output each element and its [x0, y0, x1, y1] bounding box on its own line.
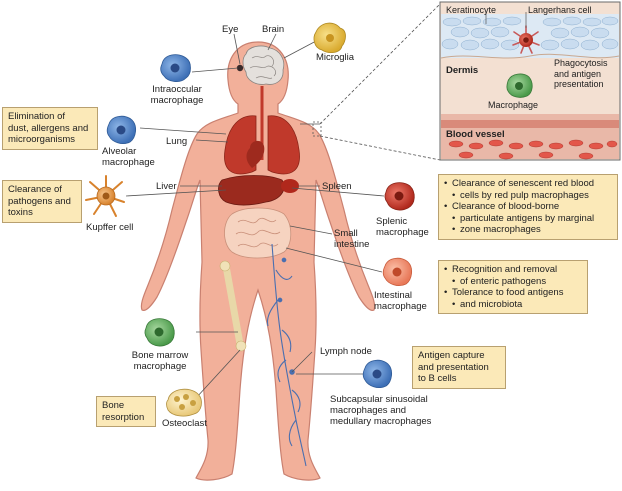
intraocular-macrophage-icon	[160, 54, 191, 82]
subcapsular-macrophage-icon	[362, 359, 392, 388]
splenic-function-box: Clearance of senescent red blood cells b…	[438, 174, 618, 240]
langerhans-cell-icon	[512, 25, 540, 54]
alveolar-function-box: Elimination of dust, allergens and micro…	[2, 107, 98, 150]
microglia-label: Microglia	[316, 52, 355, 63]
intestinal-macrophage-icon	[382, 257, 412, 286]
keratinocyte-label: Keratinocyte	[446, 5, 497, 15]
liver-label: Liver	[156, 181, 177, 192]
blood-vessel-label: Blood vessel	[446, 129, 505, 140]
kupffer-function-box: Clearance of pathogens and toxins	[2, 180, 82, 223]
femur-bone	[219, 260, 247, 352]
bone-marrow-macrophage-icon	[144, 318, 175, 347]
dermis-macrophage-icon	[506, 73, 533, 98]
osteoclast-cell-icon	[166, 388, 202, 417]
lymph-node-function-box: Antigen capture and presentation to B ce…	[412, 346, 506, 389]
langerhans-cell-label: Langerhans cell	[528, 5, 592, 15]
body-silhouette	[140, 41, 376, 481]
kupffer-cell-label: Kupffer cell	[86, 222, 134, 233]
intestinal-function-box: Recognition and removal of enteric patho…	[438, 260, 588, 314]
lung-label: Lung	[166, 136, 188, 147]
kupffer-cell-icon	[85, 175, 125, 217]
brain-organ	[242, 45, 285, 85]
spleen-organ	[281, 179, 299, 193]
spleen-label: Spleen	[322, 181, 352, 192]
eye-label: Eye	[222, 24, 239, 35]
intestine-organ	[224, 207, 292, 259]
microglia-cell-icon	[313, 22, 346, 54]
liver-organ	[218, 175, 285, 206]
dermis-label: Dermis	[446, 65, 479, 76]
splenic-macrophage-icon	[384, 182, 415, 211]
eye-organ	[236, 64, 244, 72]
lungs-organ	[224, 115, 300, 175]
osteoclast-label: Osteoclast	[162, 418, 207, 429]
lymph-node-label: Lymph node	[320, 346, 372, 357]
osteoclast-function-box: Bone resorption	[96, 396, 156, 427]
brain-label: Brain	[262, 24, 285, 35]
skin-inset	[439, 1, 621, 161]
lymph-vessels	[266, 243, 307, 467]
leader-lines	[125, 3, 441, 399]
dermis-macrophage-label: Macrophage	[488, 100, 539, 110]
alveolar-macrophage-icon	[106, 115, 136, 144]
